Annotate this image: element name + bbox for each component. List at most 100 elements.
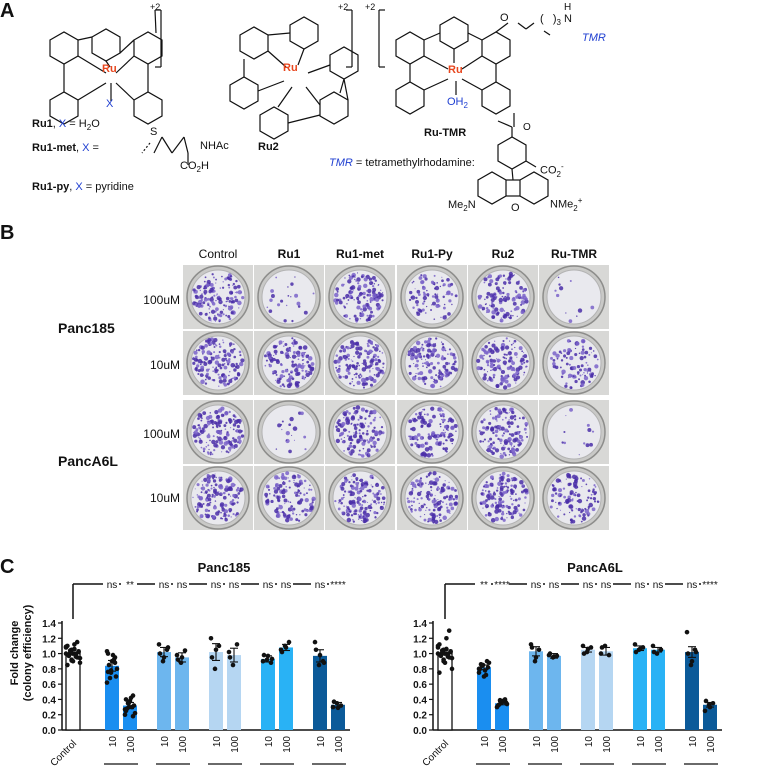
dose-label: 10 bbox=[480, 736, 491, 748]
bar bbox=[313, 655, 327, 730]
colony-well bbox=[539, 331, 609, 395]
plate-column-header: Ru1-met bbox=[335, 247, 384, 261]
data-point bbox=[283, 645, 289, 650]
data-point bbox=[485, 665, 491, 670]
significance-label: ns bbox=[653, 580, 664, 591]
significance-label: **** bbox=[330, 580, 346, 591]
dose-label: 100 bbox=[654, 736, 665, 753]
data-point bbox=[658, 647, 664, 653]
rutmr-metal: Ru bbox=[448, 64, 463, 76]
significance-label: ** bbox=[126, 580, 134, 591]
ru1-metal: Ru bbox=[102, 63, 117, 75]
data-point bbox=[441, 658, 446, 664]
data-point bbox=[685, 651, 691, 656]
dose-label: 100 bbox=[550, 736, 561, 753]
x-label-control: Control bbox=[49, 738, 80, 769]
data-point bbox=[106, 662, 112, 668]
significance-label: ns bbox=[687, 580, 698, 591]
tmr-tag: TMR bbox=[582, 32, 606, 44]
significance-label: ns bbox=[211, 580, 222, 591]
colony-well bbox=[325, 331, 395, 395]
data-point bbox=[110, 652, 116, 658]
ru2-metal: Ru bbox=[283, 62, 298, 74]
significance-label: ns bbox=[315, 580, 326, 591]
significance-label: ns bbox=[601, 580, 612, 591]
bar bbox=[581, 649, 595, 730]
tmr-ring-o: O bbox=[511, 202, 520, 214]
colony-well bbox=[183, 331, 253, 395]
data-point bbox=[74, 639, 80, 645]
colony-well bbox=[539, 265, 609, 329]
data-point bbox=[77, 655, 83, 661]
colony-well bbox=[325, 400, 395, 464]
data-point bbox=[260, 658, 266, 664]
linker-n: N bbox=[564, 13, 572, 25]
conc-label-panca6l-100: 100uM bbox=[143, 427, 180, 441]
data-point bbox=[63, 644, 69, 649]
data-point bbox=[157, 651, 163, 656]
significance-label: ns bbox=[263, 580, 274, 591]
data-point bbox=[112, 660, 118, 666]
colony-well bbox=[254, 466, 324, 530]
data-point bbox=[693, 649, 699, 655]
data-point bbox=[448, 648, 453, 654]
data-point bbox=[486, 660, 492, 666]
data-point bbox=[264, 657, 270, 662]
bar bbox=[477, 667, 491, 730]
bar bbox=[547, 655, 561, 730]
data-point bbox=[126, 700, 132, 705]
rutmr-label: Ru-TMR bbox=[424, 127, 467, 139]
y-tick-label: 0.6 bbox=[413, 680, 427, 691]
data-point bbox=[73, 652, 79, 657]
data-point bbox=[286, 639, 292, 645]
ru2-label: Ru2 bbox=[258, 141, 279, 153]
data-point bbox=[279, 649, 285, 655]
ru1-structure bbox=[49, 9, 163, 125]
colony-well bbox=[183, 466, 253, 530]
data-point bbox=[129, 704, 135, 710]
colony-well bbox=[254, 331, 324, 395]
bar bbox=[227, 655, 241, 730]
data-point bbox=[178, 660, 184, 666]
data-point bbox=[533, 655, 539, 660]
data-point bbox=[330, 704, 336, 710]
data-point bbox=[547, 651, 553, 656]
data-point bbox=[69, 658, 74, 663]
dose-label: 10 bbox=[584, 736, 595, 748]
dose-label: 100 bbox=[706, 736, 717, 753]
plate-column-header: Ru1 bbox=[277, 247, 301, 261]
dose-label: 100 bbox=[602, 736, 613, 753]
colony-well bbox=[397, 331, 467, 395]
dose-label: 100 bbox=[230, 736, 241, 753]
data-point bbox=[598, 651, 604, 656]
data-point bbox=[123, 697, 129, 702]
data-point bbox=[313, 647, 319, 653]
data-point bbox=[174, 652, 180, 658]
chart-title: Panc185 bbox=[198, 560, 251, 575]
rutmr-charge: +2 bbox=[365, 2, 376, 12]
data-point bbox=[265, 653, 271, 659]
significance-label: ns bbox=[531, 580, 542, 591]
significance-label: ns bbox=[159, 580, 170, 591]
dose-label: 10 bbox=[264, 736, 275, 748]
data-point bbox=[707, 704, 713, 710]
dose-label: 10 bbox=[532, 736, 543, 748]
colony-well bbox=[468, 466, 538, 530]
y-tick-label: 0.2 bbox=[42, 711, 56, 722]
bar bbox=[495, 703, 509, 730]
data-point bbox=[107, 675, 113, 681]
linker-h: H bbox=[564, 2, 572, 13]
data-point bbox=[496, 702, 502, 708]
rutmr-structure bbox=[378, 9, 551, 115]
data-point bbox=[212, 666, 218, 672]
data-point bbox=[77, 660, 83, 666]
chart-title: PancA6L bbox=[567, 560, 623, 575]
ru1met-definition: Ru1-met, X = bbox=[32, 142, 99, 154]
data-point bbox=[435, 643, 441, 649]
colony-well bbox=[254, 265, 324, 329]
colony-well bbox=[539, 400, 609, 464]
data-point bbox=[482, 668, 488, 673]
colony-well bbox=[468, 265, 538, 329]
